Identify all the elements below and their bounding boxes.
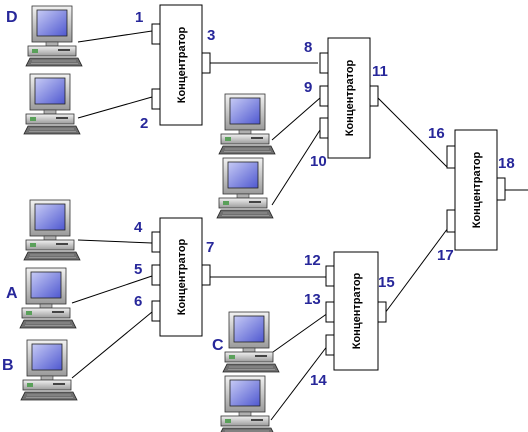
hub-2-port-11 — [369, 85, 379, 107]
port-label-12: 12 — [304, 252, 321, 269]
computer-label-d: D — [6, 9, 18, 26]
hub-4-port-14 — [325, 334, 335, 356]
hub-2-port-8 — [319, 52, 329, 74]
link-pc-14-port-14 — [270, 344, 329, 421]
computer-icon — [222, 311, 280, 373]
hub-1-port-1 — [151, 23, 161, 45]
links — [71, 30, 528, 421]
port-label-18: 18 — [498, 155, 515, 172]
hub-4: Концентратор — [325, 251, 387, 371]
computer-label-c: C — [212, 337, 224, 354]
port-label-6: 6 — [134, 293, 142, 310]
hub-4-port-12 — [325, 265, 335, 287]
port-label-1: 1 — [135, 9, 143, 26]
hub-3-port-4 — [151, 231, 161, 253]
computer-icon — [23, 73, 81, 135]
hub-1-port-2 — [151, 88, 161, 110]
link-pc-10-port-10 — [271, 129, 321, 206]
port-label-17: 17 — [437, 247, 454, 264]
hub-4-port-15 — [377, 301, 387, 323]
computer-icon — [23, 199, 81, 261]
hub-5-label: Концентратор — [471, 151, 483, 228]
port-label-2: 2 — [140, 115, 148, 132]
hub-3-box — [159, 217, 203, 337]
hub-1: Концентратор — [151, 4, 211, 126]
computer-label-a: A — [6, 285, 18, 302]
hub-3-port-6 — [151, 300, 161, 322]
hub-2: Концентратор — [319, 37, 379, 159]
port-label-13: 13 — [304, 291, 321, 308]
computer-icon — [19, 267, 77, 329]
port-label-7: 7 — [206, 239, 214, 256]
port-label-9: 9 — [304, 79, 312, 96]
hub-4-label: Концентратор — [351, 272, 363, 349]
link-pc-d-port-1 — [77, 30, 153, 43]
hub-2-label: Концентратор — [344, 59, 356, 136]
link-pc-b-port-6 — [71, 311, 153, 379]
computer-icon — [216, 157, 274, 219]
port-label-10: 10 — [310, 153, 327, 170]
port-label-3: 3 — [207, 27, 215, 44]
computer-label-b: B — [2, 357, 14, 374]
hub-3-port-5 — [151, 264, 161, 286]
hub-3: Концентратор — [151, 217, 211, 337]
computer-labels: D A B C — [2, 9, 224, 374]
hub-2-port-9 — [319, 85, 329, 107]
link-port-11-port-16 — [376, 96, 448, 168]
computer-icon — [218, 93, 276, 155]
port-label-14: 14 — [310, 372, 327, 389]
computers — [19, 5, 280, 432]
hub-1-port-3 — [201, 52, 211, 74]
port-label-11: 11 — [372, 63, 388, 80]
hub-5-port-17 — [446, 209, 456, 233]
link-pc-4-port-4 — [77, 239, 153, 244]
hub-5: Концентратор — [446, 129, 506, 251]
computer-icon — [20, 339, 78, 401]
computer-icon — [218, 375, 276, 432]
link-port-15-port-17 — [384, 227, 449, 314]
port-labels: 1 2 3 8 9 10 11 4 5 6 7 12 13 14 15 16 1… — [134, 9, 515, 389]
link-pc-a-port-5 — [71, 275, 153, 304]
port-label-15: 15 — [378, 274, 395, 291]
port-label-4: 4 — [134, 219, 143, 236]
hub-5-port-16 — [446, 145, 456, 169]
hub-1-label: Концентратор — [176, 26, 188, 103]
link-pc-c-port-13 — [272, 312, 329, 353]
hub-3-label: Концентратор — [176, 238, 188, 315]
port-label-8: 8 — [304, 39, 312, 56]
hub-2-port-10 — [319, 117, 329, 139]
port-label-16: 16 — [428, 125, 445, 142]
hub-3-port-7 — [201, 264, 211, 286]
link-pc-2-port-2 — [77, 96, 153, 119]
port-label-5: 5 — [134, 261, 142, 278]
link-pc-9-port-9 — [271, 97, 321, 141]
hub-5-port-18 — [496, 177, 506, 201]
hub-4-port-13 — [325, 301, 335, 323]
computer-icon — [25, 5, 83, 67]
